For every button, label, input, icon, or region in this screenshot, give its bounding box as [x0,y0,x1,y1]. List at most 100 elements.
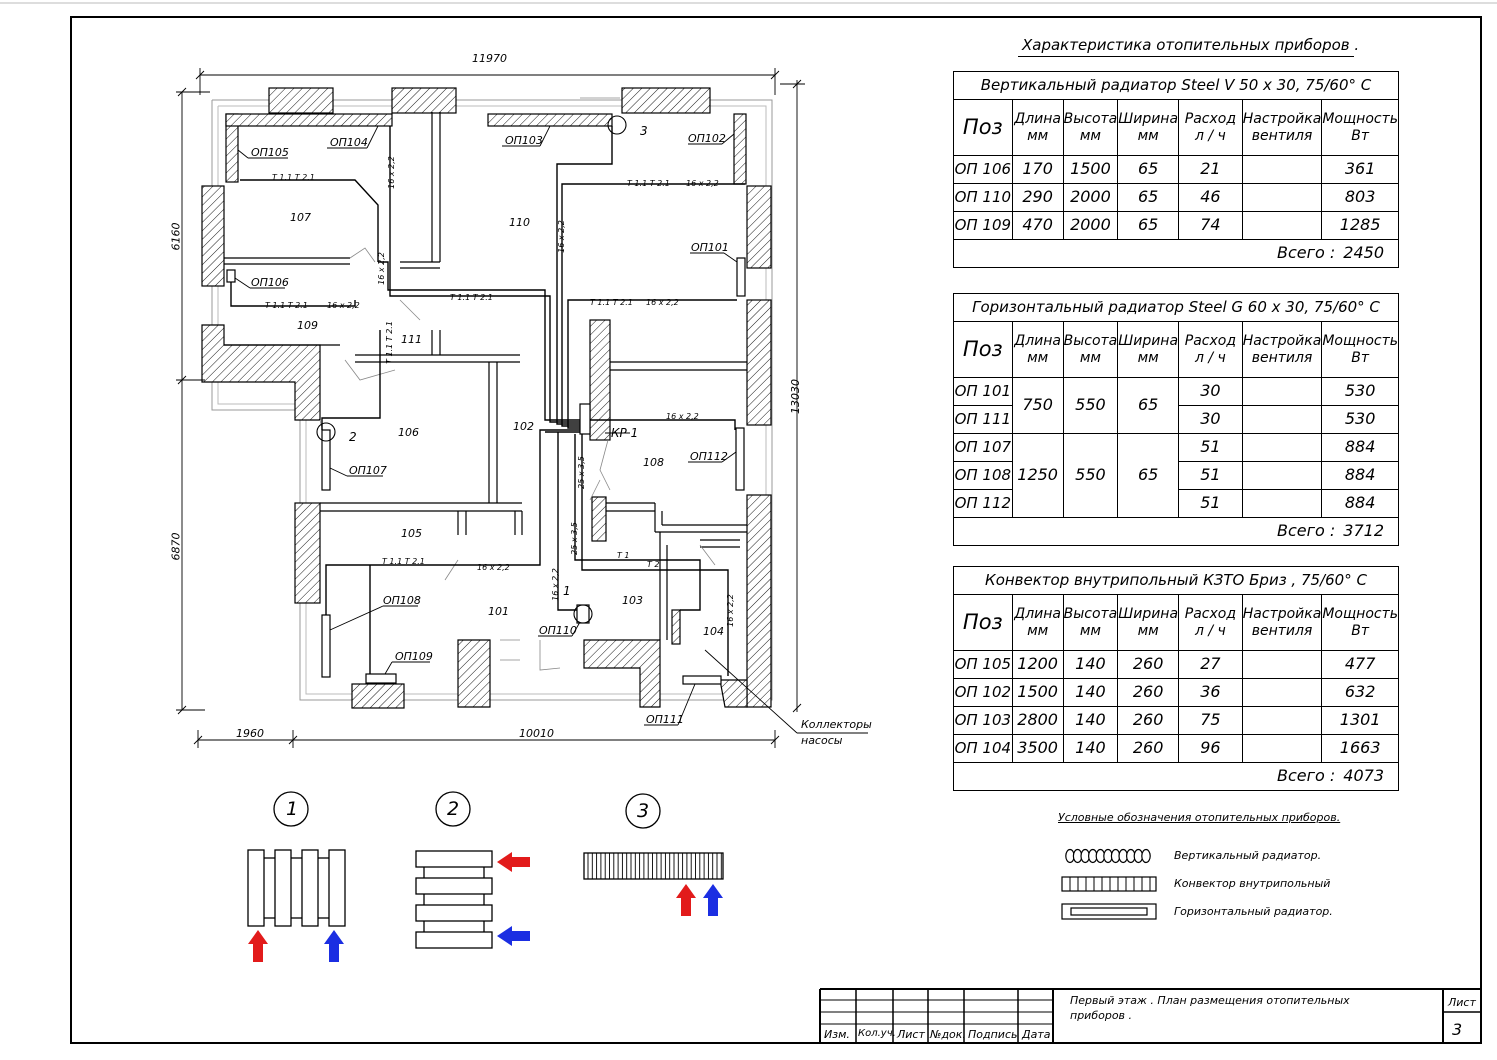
table-vertical-radiator: Вертикальный радиатор Steel V 50 x 30, 7… [953,71,1399,268]
table-cell: 51 [1178,461,1243,490]
table-cell: 470 [1011,211,1064,240]
header-text: Настройка [1242,111,1322,128]
column-header: Поз [953,594,1013,651]
detail-label: 2 [447,798,460,820]
table-cell: 74 [1178,211,1243,240]
callout-label: 2 [349,430,357,444]
table-cell: 260 [1117,678,1180,707]
table-cell: 750 [1011,377,1064,434]
pipe-label: 16 x 2,2 [550,568,560,601]
total-value: 4073 [1343,766,1384,786]
table-cell: 65 [1117,155,1180,184]
header-unit: мм [1137,349,1159,366]
device-label: ОП102 [688,132,726,145]
table-cell: 1663 [1321,734,1399,763]
pipe-label: Т 1.1 Т 2.1 [590,298,633,307]
table-cell [1241,461,1323,490]
table-cell: ОП 110 [953,183,1013,212]
table-cell: 530 [1321,377,1399,406]
table-cell: 361 [1321,155,1399,184]
sheet-number: 3 [1452,1020,1463,1039]
device-label: ОП107 [349,464,387,477]
total-label: Всего : [1276,521,1336,541]
pipe-label: 16 x 2,2 [666,412,699,421]
header-unit: Вт [1351,622,1370,639]
table-cell: 96 [1178,734,1243,763]
header-text: Мощность [1322,333,1398,350]
pipe-label: Т 1.1 Т 2.1 [272,173,315,182]
stamp-header: Подпись [968,1028,1018,1041]
pipe-label: Т 1.1 Т 2.1 [450,293,493,302]
room-label: 109 [297,319,318,332]
stamp-header: Лист [897,1028,925,1041]
table-cell: 140 [1062,650,1119,679]
stamp-header: Изм. [824,1028,850,1041]
device-label: ОП104 [330,136,368,149]
table-cell: 260 [1117,734,1180,763]
table-cell: 550 [1062,433,1119,518]
table-cell: ОП 103 [953,706,1013,735]
room-label: 102 [513,420,534,433]
table-cell: ОП 101 [953,377,1013,406]
pipe-label: Т 1 [617,551,630,560]
header-unit: мм [1079,622,1101,639]
total-label: Всего : [1276,766,1336,786]
pipe-label: 16 x 2,2 [556,220,566,253]
sheet-frame [70,16,1482,1044]
column-header: Поз [953,321,1013,378]
horizontal-radiator-icon [1061,903,1157,920]
device-label: ОП106 [251,276,289,289]
device-label: ОП110 [539,624,577,637]
pipe-label: 16 x 2,2 [477,563,510,572]
legend-item: Конвектор внутрипольный [1174,877,1331,890]
header-text: Мощность [1322,111,1398,128]
dim-top: 11970 [472,52,507,65]
detail-3-convector [583,852,724,880]
header-text: Мощность [1322,606,1398,623]
device-label: ОП109 [395,650,433,663]
table-cell: 140 [1062,678,1119,707]
header-unit: мм [1079,349,1101,366]
stamp-header: Дата [1022,1028,1051,1041]
total-value: 2450 [1343,243,1384,263]
header-unit: вентиля [1251,349,1313,366]
table-cell: 1500 [1011,678,1064,707]
table-cell: 290 [1011,183,1064,212]
table-cell [1241,155,1323,184]
table-cell: 65 [1117,433,1180,518]
header-text: Расход [1184,606,1237,623]
supply-arrow-icon [676,884,696,916]
table-cell: 3500 [1011,734,1064,763]
table-cell [1241,211,1323,240]
dim-bottom-left: 1960 [236,727,264,740]
table-convector: Конвектор внутрипольный КЗТО Бриз , 75/6… [953,566,1399,791]
table-cell [1241,706,1323,735]
vertical-radiator-icon [1065,848,1151,864]
detail-2-horizontal-radiator [415,850,493,949]
table-cell: 21 [1178,155,1243,184]
total-label: Всего : [1276,243,1336,263]
table-cell: 51 [1178,433,1243,462]
title-block-grid [819,988,1481,1043]
table-cell [1241,489,1323,518]
flow-arrows [248,852,723,962]
stamp-header: №док. [930,1028,966,1041]
callout-label: 3 [640,124,648,138]
device-label: ОП103 [505,134,543,147]
sheet-label: Лист [1448,996,1476,1009]
device-label: ОП101 [691,241,729,254]
